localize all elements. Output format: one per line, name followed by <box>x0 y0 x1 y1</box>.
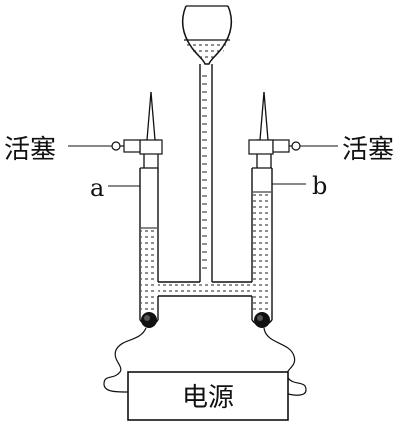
tube-a-label: a <box>90 174 104 202</box>
left-stopcock <box>68 139 163 155</box>
funnel <box>181 5 233 65</box>
right-stopcock <box>248 139 338 155</box>
right-electrode <box>251 312 273 328</box>
tube-b <box>251 91 273 320</box>
stopcock-label-right: 活塞 <box>342 135 394 165</box>
power-supply-box <box>127 371 289 421</box>
stopcock-label-left: 活塞 <box>4 135 56 165</box>
central-stem <box>199 64 213 282</box>
power-supply-label: 电源 <box>182 383 234 413</box>
left-electrode <box>139 312 159 328</box>
tube-b-label: b <box>312 172 327 200</box>
tube-a <box>139 91 159 320</box>
connecting-tube <box>158 281 252 297</box>
